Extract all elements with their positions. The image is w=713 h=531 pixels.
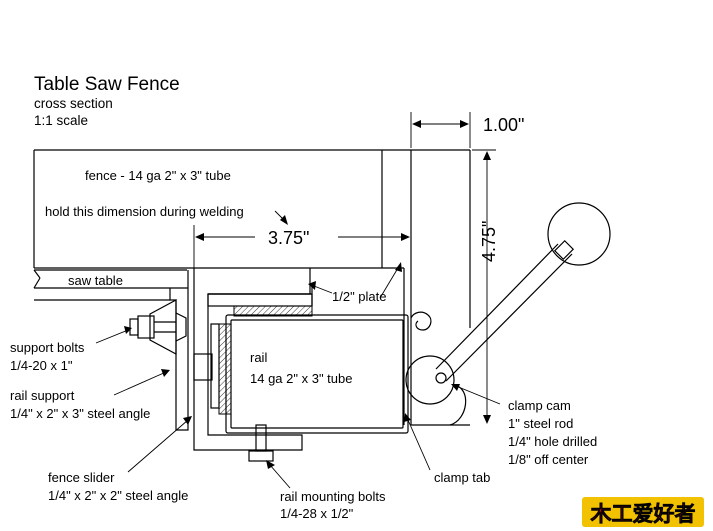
- fence-tube: [33, 149, 471, 425]
- dimension-height: [472, 149, 496, 424]
- rail-tube: [225, 314, 409, 434]
- support-bolts-label: support bolts: [10, 340, 85, 355]
- dimension-width-label: 1.00": [483, 115, 524, 135]
- hold-dimension-label: hold this dimension during welding: [45, 204, 244, 219]
- saw-table-label: saw table: [68, 273, 123, 288]
- dimension-span: [193, 225, 410, 268]
- clamp-cam-material: 1" steel rod: [508, 416, 573, 431]
- drawing-scale: 1:1 scale: [34, 113, 88, 128]
- dimension-span-label: 3.75": [268, 228, 309, 248]
- saw-table: [33, 269, 187, 301]
- rail-support-angle: [169, 270, 189, 431]
- dimension-width: [410, 112, 471, 148]
- rail-support-size: 1/4" x 2" x 3" steel angle: [10, 406, 150, 421]
- clamp-cam-offset: 1/8" off center: [508, 452, 589, 467]
- clamp-handle: [435, 202, 611, 382]
- fence-slider-size: 1/4" x 2" x 2" steel angle: [48, 488, 188, 503]
- clamp-cam-label: clamp cam: [508, 398, 571, 413]
- fence-label: fence - 14 ga 2" x 3" tube: [85, 168, 231, 183]
- plate-label: 1/2" plate: [332, 289, 387, 304]
- drawing-subtitle: cross section: [34, 96, 113, 111]
- watermark-logo: 木工爱好者: [582, 497, 704, 527]
- drawing-title: Table Saw Fence: [34, 74, 180, 95]
- rail-mounting-bolt: [248, 424, 274, 462]
- rail-size: 14 ga 2" x 3" tube: [250, 371, 352, 386]
- dimension-height-label: 4.75": [479, 221, 499, 262]
- clamp-tab: [403, 311, 470, 426]
- clamp-tab-label: clamp tab: [434, 470, 490, 485]
- clamp-cam-hole: 1/4" hole drilled: [508, 434, 597, 449]
- rail-support-label: rail support: [10, 388, 75, 403]
- support-bolts-size: 1/4-20 x 1": [10, 358, 73, 373]
- watermark-text: 木工爱好者: [590, 502, 696, 526]
- support-bolt: [129, 298, 187, 356]
- half-inch-plate: [207, 293, 313, 317]
- rail-bolts-size: 1/4-28 x 1/2": [280, 506, 354, 521]
- rail-label: rail: [250, 350, 267, 365]
- fence-slider-label: fence slider: [48, 470, 115, 485]
- rail-bolts-label: rail mounting bolts: [280, 489, 386, 504]
